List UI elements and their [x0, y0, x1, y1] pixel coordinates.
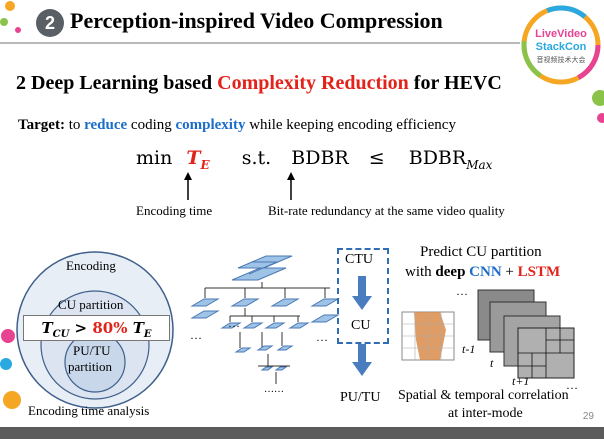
logo-line1: LiveVideo: [535, 28, 587, 40]
target-word-complexity: complexity: [175, 117, 246, 133]
tree-ellipsis-3: …: [316, 330, 328, 344]
decor-dots-right: [586, 88, 604, 128]
formula-max-sub: Max: [466, 157, 493, 172]
header-divider: [0, 42, 520, 44]
formula-t-sub: E: [200, 157, 210, 172]
ineq-sub: CU: [52, 329, 70, 340]
logo-line3: 音视频技术大会: [536, 57, 586, 64]
target-text-1: to: [64, 117, 85, 133]
target-text-3: while keeping encoding efficiency: [245, 117, 456, 133]
ineq-t: T: [41, 319, 53, 337]
predict-with: with: [405, 264, 436, 280]
formula-st: s.t.: [241, 147, 272, 169]
tree-ellipsis-4: ……: [264, 384, 284, 395]
formula-bdbr-max: BDBRMax: [408, 147, 493, 172]
venn-inequality-box: TCU > 80% TE: [23, 315, 170, 341]
formula-t: T: [186, 147, 201, 169]
venn-middle-label: CU partition: [58, 297, 124, 312]
flow-putu-label: PU/TU: [340, 390, 381, 405]
frame-label-t-minus-1: t-1: [462, 342, 476, 356]
tree-ellipsis-2: …: [228, 316, 240, 330]
formula-bdbr: BDBR: [291, 147, 349, 169]
section-heading: 2 Deep Learning based Complexity Reducti…: [16, 72, 502, 95]
formula-leq: ≤: [368, 147, 385, 169]
ineq-gt: >: [69, 319, 93, 337]
section-number-badge: 2: [36, 9, 64, 37]
section-heading-suffix: for HEVC: [408, 72, 502, 94]
optimization-formula: min TE s.t. BDBR ≤ BDBRMax: [136, 147, 500, 172]
section-heading-prefix: 2 Deep Learning based: [16, 72, 218, 94]
venn-inner-label-2: partition: [68, 359, 113, 374]
decor-dots-bottom: [0, 329, 21, 409]
predict-deep: deep: [435, 264, 466, 280]
venn-inner-label-1: PU/TU: [73, 343, 111, 358]
frames-ellipsis-top: …: [456, 284, 468, 298]
formula-bdbr2: BDBR: [408, 147, 467, 169]
flow-cu-label: CU: [351, 318, 371, 333]
page-number: 29: [582, 411, 594, 422]
predict-caption-line1: Spatial & temporal correlation: [398, 388, 569, 403]
ineq-pct: 80%: [92, 319, 128, 337]
target-text-2: coding: [127, 117, 176, 133]
target-statement: Target: to reduce coding complexity whil…: [18, 117, 456, 134]
target-label: Target:: [18, 117, 65, 133]
ineq-t2: T: [132, 319, 144, 337]
venn-caption: Encoding time analysis: [28, 403, 150, 418]
ineq-sub2: E: [143, 329, 152, 340]
label-encoding-time: Encoding time: [136, 203, 213, 218]
label-bitrate-redundancy: Bit-rate redundancy at the same video qu…: [268, 203, 505, 218]
ctu-cu-dashed-box: [337, 248, 389, 344]
predict-plus: +: [501, 264, 518, 280]
frame-label-t: t: [490, 356, 494, 370]
formula-min: min: [136, 147, 173, 169]
target-word-reduce: reduce: [84, 117, 128, 133]
logo-line2: StackCon: [535, 41, 587, 53]
conference-logo: LiveVideo StackCon 音视频技术大会: [520, 4, 602, 86]
tree-ellipsis-1: …: [190, 328, 202, 342]
decor-dots-top: [0, 0, 40, 50]
frames-ellipsis-bottom: …: [566, 378, 578, 392]
predict-caption-line2: at inter-mode: [448, 406, 523, 421]
venn-outer-label: Encoding: [66, 258, 116, 273]
predict-cnn: CNN: [469, 264, 502, 280]
flow-ctu-label: CTU: [345, 252, 373, 267]
slide-title: Perception-inspired Video Compression: [70, 8, 443, 33]
section-heading-highlight: Complexity Reduction: [217, 72, 409, 94]
frame-label-t-plus-1: t+1: [512, 374, 530, 388]
predict-title-line2: with deep CNN + LSTM: [405, 264, 560, 281]
predict-title-line1: Predict CU partition: [420, 244, 542, 260]
footer-bar: [0, 427, 604, 439]
formula-te: TE: [186, 147, 210, 172]
predict-lstm: LSTM: [517, 264, 561, 280]
